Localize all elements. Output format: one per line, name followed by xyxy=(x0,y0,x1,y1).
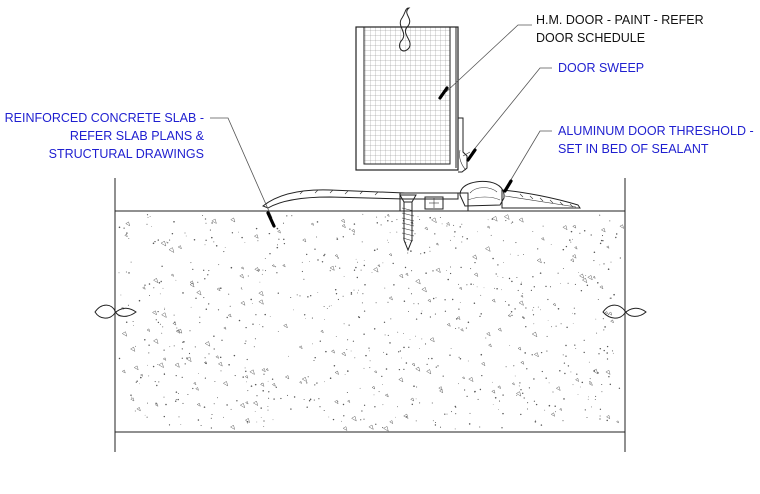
sweep-label-line-1: DOOR SWEEP xyxy=(558,61,644,75)
break-line-icon xyxy=(94,304,137,319)
door-label-line-2: DOOR SCHEDULE xyxy=(536,31,645,45)
door-sweep xyxy=(458,117,471,173)
slab-label-leader xyxy=(210,117,276,228)
threshold-label-line-1: ALUMINUM DOOR THRESHOLD - xyxy=(558,124,754,138)
slab-label-line-1: REINFORCED CONCRETE SLAB - xyxy=(5,111,204,125)
threshold-label-leader xyxy=(503,130,552,193)
aluminum-threshold xyxy=(262,180,581,212)
door-break-icon xyxy=(399,7,411,52)
concrete-slab xyxy=(114,178,626,452)
threshold-label: ALUMINUM DOOR THRESHOLD - SET IN BED OF … xyxy=(558,124,754,156)
slab-label-line-2: REFER SLAB PLANS & xyxy=(70,129,205,143)
door-label: H.M. DOOR - PAINT - REFER DOOR SCHEDULE xyxy=(536,13,704,45)
screw-anchor-icon xyxy=(399,194,417,252)
concrete-aggregate-pattern xyxy=(118,213,625,432)
door-label-line-1: H.M. DOOR - PAINT - REFER xyxy=(536,13,704,27)
sweep-label-leader xyxy=(466,67,552,162)
hollow-metal-door xyxy=(355,7,459,171)
slab-label: REINFORCED CONCRETE SLAB - REFER SLAB PL… xyxy=(5,111,205,161)
door-label-leader xyxy=(438,24,532,100)
break-line-icon xyxy=(602,304,647,319)
slab-label-line-3: STRUCTURAL DRAWINGS xyxy=(49,147,204,161)
threshold-label-line-2: SET IN BED OF SEALANT xyxy=(558,142,709,156)
sweep-label: DOOR SWEEP xyxy=(558,61,644,75)
